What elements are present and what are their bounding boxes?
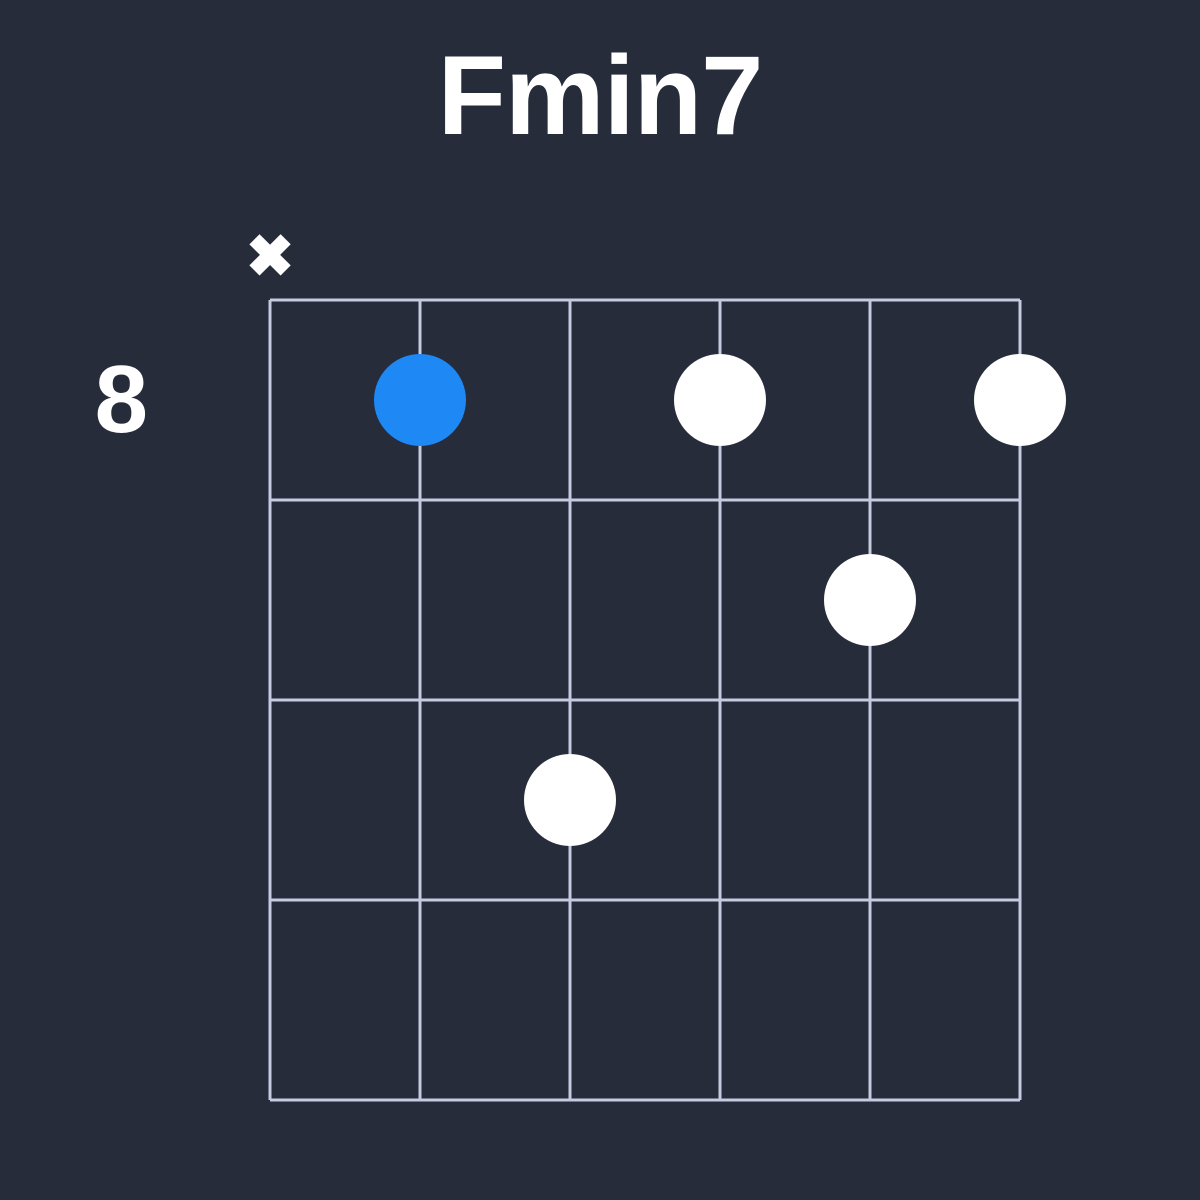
finger-dot-string3-fret3[interactable] bbox=[524, 754, 616, 846]
finger-dot-string2-fret1[interactable] bbox=[374, 354, 466, 446]
finger-dot-string6-fret1[interactable] bbox=[974, 354, 1066, 446]
grid-lines bbox=[268, 298, 1022, 1102]
finger-dot-string4-fret1[interactable] bbox=[674, 354, 766, 446]
fret-position-label: 8 bbox=[94, 346, 148, 453]
finger-dot-string5-fret2[interactable] bbox=[824, 554, 916, 646]
finger-dot-group bbox=[374, 354, 1066, 846]
chord-name-title: Fmin7 bbox=[437, 33, 764, 158]
muted-string-x-icon-string1: ✖ bbox=[245, 224, 295, 289]
